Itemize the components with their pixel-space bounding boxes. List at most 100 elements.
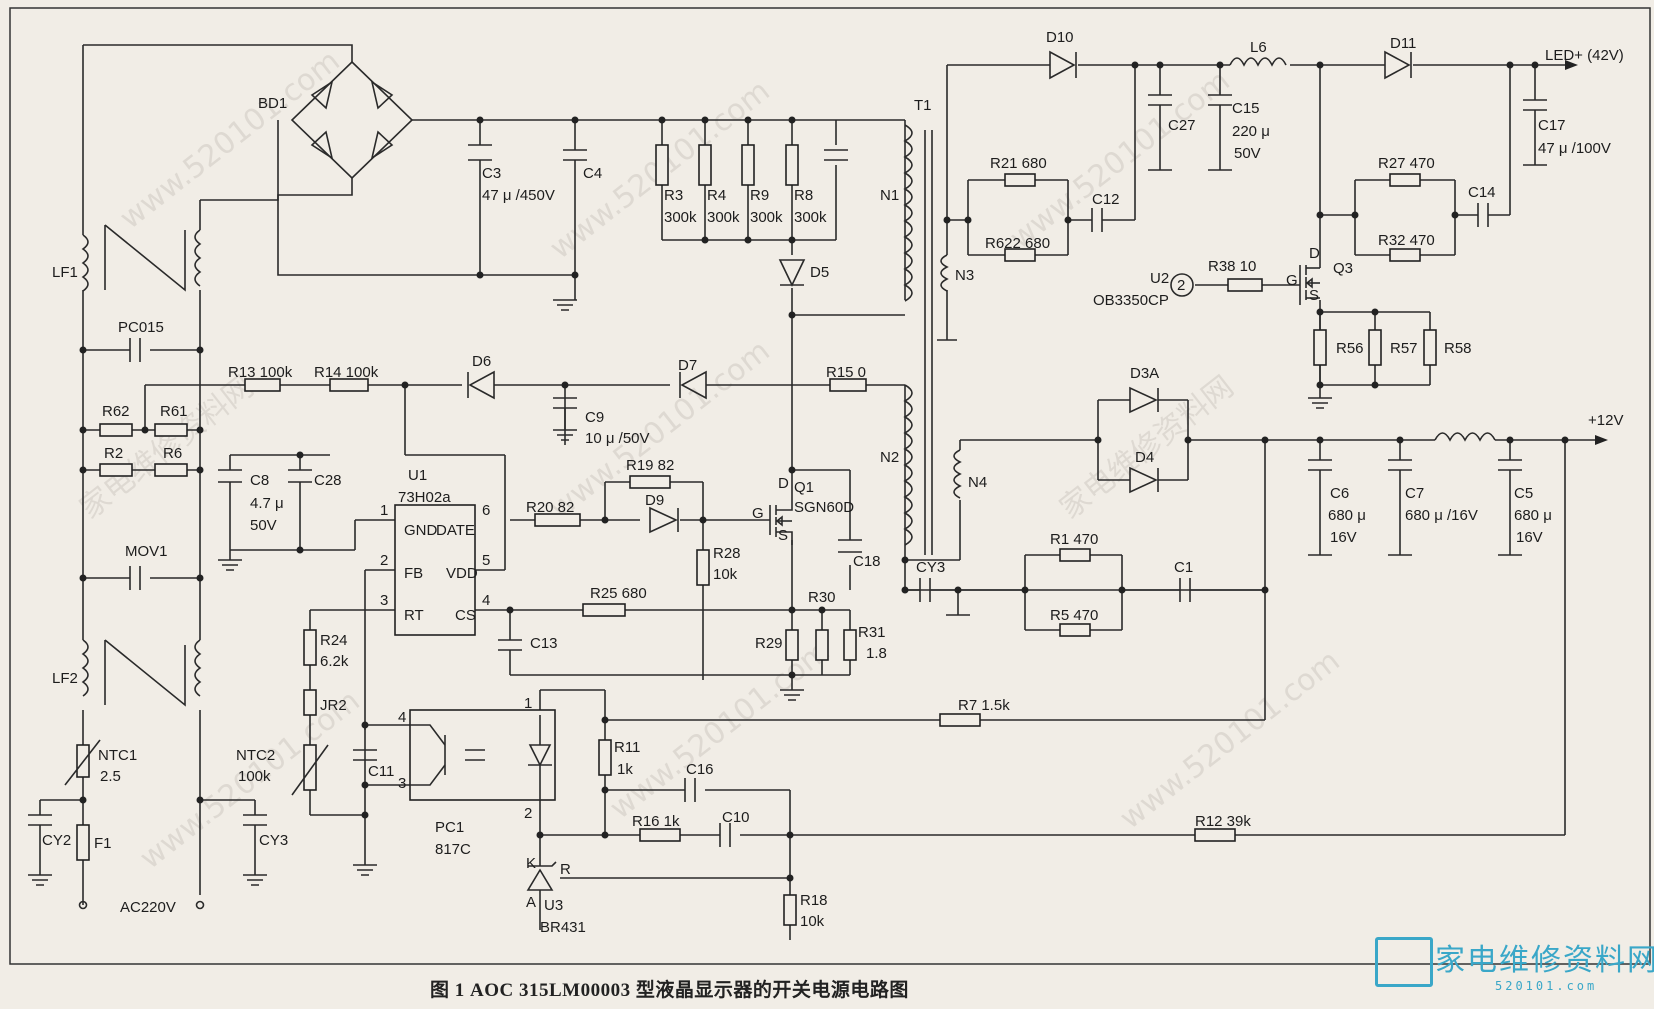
label-c11: C11	[368, 763, 394, 780]
label-c16: C16	[686, 761, 714, 778]
label-q3-gate: G	[1286, 272, 1298, 289]
common-mode-choke-lf2	[81, 639, 202, 707]
u1-ic	[394, 504, 476, 636]
label-c17: C17	[1538, 117, 1566, 134]
components	[28, 50, 1608, 926]
label-r62: R62	[102, 403, 130, 420]
label-d5: D5	[810, 264, 829, 281]
label-cy2: CY2	[42, 832, 71, 849]
label-f1: F1	[94, 835, 112, 852]
bridge-rectifier	[310, 80, 394, 160]
label-r11-value: 1k	[617, 761, 633, 778]
label-r2: R2	[104, 445, 123, 462]
label-lf2: LF2	[52, 670, 78, 687]
label-d6: D6	[472, 353, 491, 370]
pin-1: 1	[380, 502, 388, 519]
label-r14: R14 100k	[314, 364, 379, 381]
label-r32: R32 470	[1378, 232, 1435, 249]
label-r6: R6	[163, 445, 182, 462]
pin-3: 3	[380, 592, 388, 609]
label-pc1-part: 817C	[435, 841, 471, 858]
label-mov1: MOV1	[125, 543, 168, 560]
label-r24-value: 6.2k	[320, 653, 349, 670]
label-r15: R15 0	[826, 364, 866, 381]
label-c15: C15	[1232, 100, 1260, 117]
label-d4: D4	[1135, 449, 1154, 466]
label-r28-value: 10k	[713, 566, 738, 583]
logo-text: 家电维修资料网	[1435, 943, 1654, 978]
common-mode-choke-lf1	[81, 224, 202, 292]
label-c5: C5	[1514, 485, 1533, 502]
label-c1: C1	[1174, 559, 1193, 576]
label-pc1-pin3: 3	[398, 775, 406, 792]
label-u2-pin: 2	[1177, 277, 1185, 294]
label-c7: C7	[1405, 485, 1424, 502]
label-r19: R19 82	[626, 457, 674, 474]
label-r8-value: 300k	[794, 209, 827, 226]
pin-4: 4	[482, 592, 490, 609]
label-c9: C9	[585, 409, 604, 426]
watermark-text: 家电维修资料网	[1053, 369, 1240, 526]
label-r31-value: 1.8	[866, 645, 887, 662]
label-u1-part: 73H02a	[398, 489, 451, 506]
label-r31: R31	[858, 624, 886, 641]
label-r1: R1 470	[1050, 531, 1098, 548]
pin-vdd: VDD	[446, 565, 478, 582]
label-r18: R18	[800, 892, 828, 909]
label-q3-source: S	[1309, 287, 1319, 304]
label-c6-value: 680 μ	[1328, 507, 1366, 524]
label-c14: C14	[1468, 184, 1496, 201]
label-d9: D9	[645, 492, 664, 509]
label-r57: R57	[1390, 340, 1418, 357]
label-u3-r: R	[560, 861, 571, 878]
label-q3-drain: D	[1309, 245, 1320, 262]
label-r4: R4	[707, 187, 726, 204]
label-r9-value: 300k	[750, 209, 783, 226]
label-c8-voltage: 50V	[250, 517, 277, 534]
label-n1: N1	[880, 187, 899, 204]
label-d10: D10	[1046, 29, 1074, 46]
label-c12: C12	[1092, 191, 1120, 208]
label-c18: C18	[853, 553, 881, 570]
label-q1-part: SGN60D	[794, 499, 854, 516]
label-r8: R8	[794, 187, 813, 204]
label-q1-source: S	[778, 527, 788, 544]
label-c9-value: 10 μ /50V	[585, 430, 650, 447]
label-ntc2-value: 100k	[238, 768, 271, 785]
label-n4: N4	[968, 474, 987, 491]
frame	[9, 7, 1651, 965]
pin-5: 5	[482, 552, 490, 569]
label-c17-value: 47 μ /100V	[1538, 140, 1611, 157]
label-c8: C8	[250, 472, 269, 489]
label-r3: R3	[664, 187, 683, 204]
label-r9: R9	[750, 187, 769, 204]
label-r16: R16 1k	[632, 813, 680, 830]
site-logo: 家电维修资料网 520101.com	[1375, 935, 1654, 1003]
label-r56: R56	[1336, 340, 1364, 357]
label-q3: Q3	[1333, 260, 1353, 277]
label-r20: R20 82	[526, 499, 574, 516]
label-u3-part: BR431	[540, 919, 586, 936]
label-d3a: D3A	[1130, 365, 1159, 382]
watermark-text: www.520101.com	[1113, 643, 1346, 836]
label-r5: R5 470	[1050, 607, 1098, 624]
pin-date: DATE	[436, 522, 475, 539]
label-r7: R7 1.5k	[958, 697, 1010, 714]
label-l6: L6	[1250, 39, 1267, 56]
label-u2: U2	[1150, 270, 1169, 287]
label-u3-a: A	[526, 894, 536, 911]
label-ntc1-value: 2.5	[100, 768, 121, 785]
label-r38: R38 10	[1208, 258, 1256, 275]
label-cy3-primary: CY3	[259, 832, 288, 849]
label-led-output: LED+ (42V)	[1545, 47, 1624, 64]
label-c5-voltage: 16V	[1516, 529, 1543, 546]
label-ntc2: NTC2	[236, 747, 275, 764]
label-q1-gate: G	[752, 505, 764, 522]
label-pc1: PC1	[435, 819, 464, 836]
figure-caption: 图 1 AOC 315LM00003 型液晶显示器的开关电源电路图	[430, 980, 909, 1001]
label-r13: R13 100k	[228, 364, 293, 381]
label-u2-part: OB3350CP	[1093, 292, 1169, 309]
label-bd1: BD1	[258, 95, 287, 112]
label-c4: C4	[583, 165, 602, 182]
